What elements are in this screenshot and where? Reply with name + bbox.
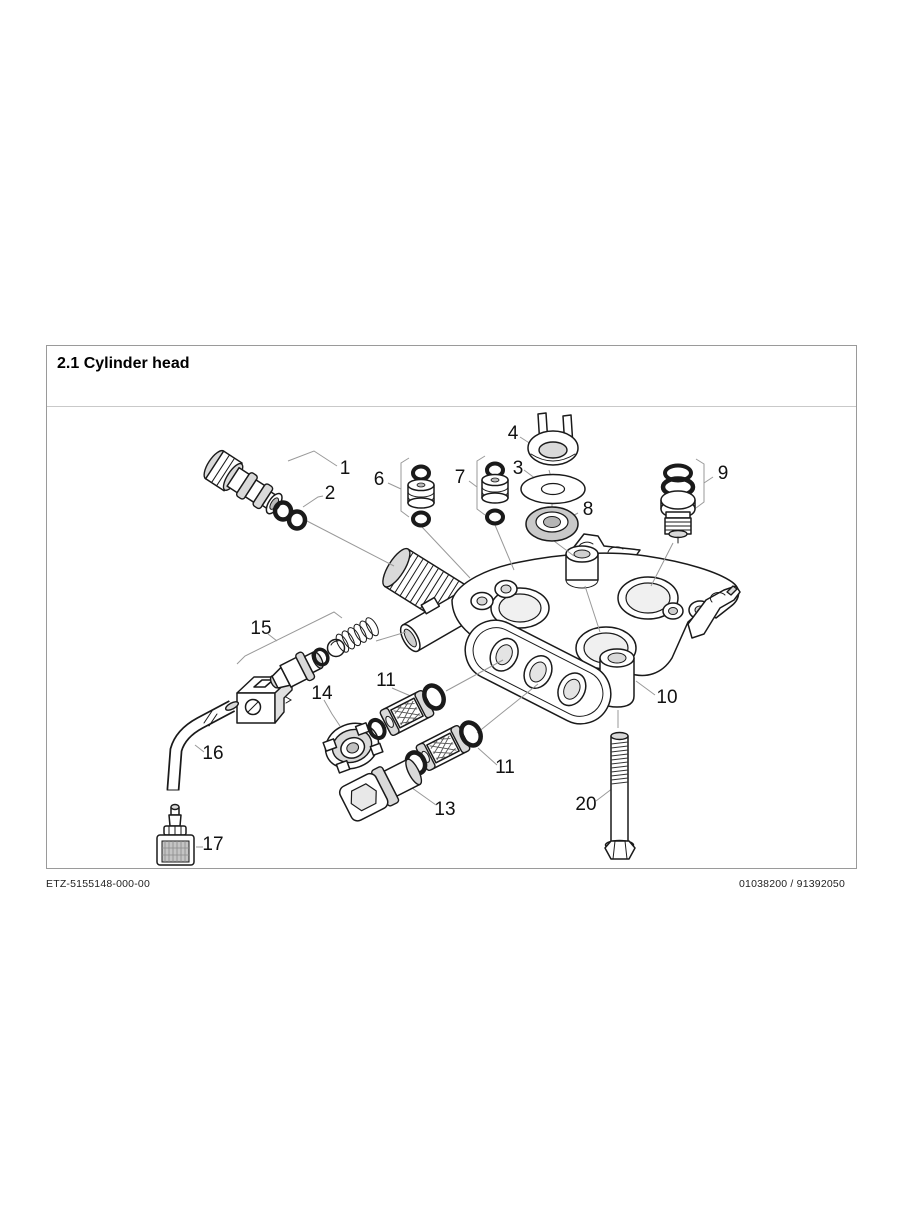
- footer-part-numbers: 01038200 / 91392050: [739, 878, 845, 890]
- section-title: 2.1 Cylinder head: [47, 346, 856, 407]
- figure-frame: 2.1 Cylinder head: [46, 345, 857, 869]
- footer-doc-number: ETZ-5155148-000-00: [46, 878, 150, 890]
